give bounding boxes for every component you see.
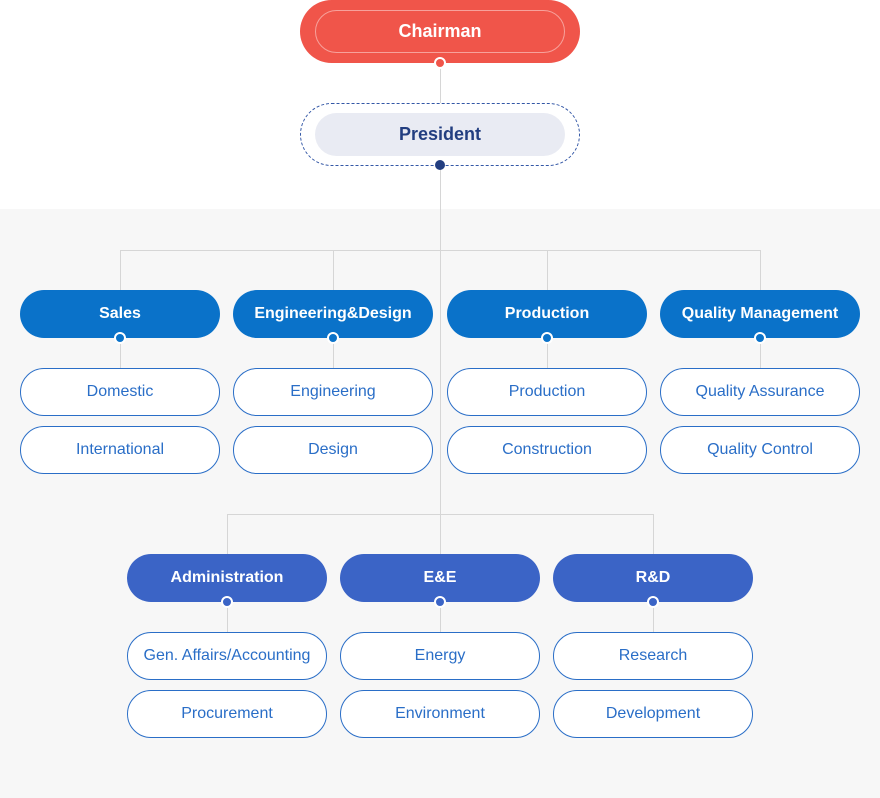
connector-administration-subs	[227, 602, 228, 632]
chairman-node: Chairman	[300, 0, 580, 63]
connector-rd-subs	[653, 602, 654, 632]
rd-connector-dot	[647, 596, 659, 608]
president-label: President	[315, 113, 565, 156]
ee-connector-dot	[434, 596, 446, 608]
production-connector-dot	[541, 332, 553, 344]
connector-row2-drop-rd	[653, 514, 654, 554]
connector-row1-bar	[120, 250, 761, 251]
sub-development: Development	[553, 690, 753, 738]
sub-gen-affairs-accounting: Gen. Affairs/Accounting	[127, 632, 327, 680]
chairman-connector-dot	[434, 57, 446, 69]
quality-connector-dot	[754, 332, 766, 344]
dept-quality-management: Quality Management	[660, 290, 860, 338]
sub-energy: Energy	[340, 632, 540, 680]
administration-connector-dot	[221, 596, 233, 608]
connector-row1-drop-sales	[120, 250, 121, 290]
connector-row2-bar	[227, 514, 654, 515]
president-node: President	[300, 103, 580, 166]
connector-row1-drop-quality	[760, 250, 761, 290]
connector-row2-drop-administration	[227, 514, 228, 554]
sub-engineering: Engineering	[233, 368, 433, 416]
sub-production: Production	[447, 368, 647, 416]
sub-environment: Environment	[340, 690, 540, 738]
dept-sales: Sales	[20, 290, 220, 338]
sub-research: Research	[553, 632, 753, 680]
engineering-connector-dot	[327, 332, 339, 344]
dept-production: Production	[447, 290, 647, 338]
sub-design: Design	[233, 426, 433, 474]
connector-row1-drop-engineering	[333, 250, 334, 290]
sub-quality-control: Quality Control	[660, 426, 860, 474]
sales-connector-dot	[114, 332, 126, 344]
connector-ee-subs	[440, 602, 441, 632]
connector-row1-drop-production	[547, 250, 548, 290]
sub-international: International	[20, 426, 220, 474]
sub-quality-assurance: Quality Assurance	[660, 368, 860, 416]
dept-administration: Administration	[127, 554, 327, 602]
connector-engineering-subs	[333, 338, 334, 368]
connector-main-trunk	[440, 166, 441, 554]
connector-chairman-president	[440, 63, 441, 103]
dept-engineering-design: Engineering&Design	[233, 290, 433, 338]
sub-construction: Construction	[447, 426, 647, 474]
president-connector-dot	[435, 160, 445, 170]
connector-production-subs	[547, 338, 548, 368]
dept-rd: R&D	[553, 554, 753, 602]
connector-sales-subs	[120, 338, 121, 368]
connector-quality-subs	[760, 338, 761, 368]
dept-ee: E&E	[340, 554, 540, 602]
sub-domestic: Domestic	[20, 368, 220, 416]
chairman-label: Chairman	[315, 10, 565, 53]
sub-procurement: Procurement	[127, 690, 327, 738]
